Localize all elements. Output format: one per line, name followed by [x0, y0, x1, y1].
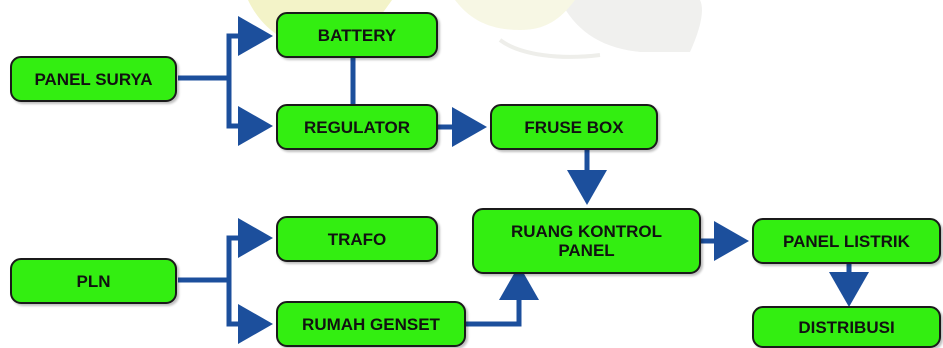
- node-pln: PLN: [10, 258, 177, 304]
- node-label: REGULATOR: [304, 118, 410, 137]
- node-label: RUANG KONTROL PANEL: [511, 222, 662, 260]
- node-regulator: REGULATOR: [276, 104, 438, 150]
- arrow-panelsurya-regulator: [229, 78, 268, 126]
- node-label: BATTERY: [318, 26, 396, 45]
- node-label: PLN: [77, 272, 111, 291]
- node-label: DISTRIBUSI: [798, 318, 894, 337]
- node-trafo: TRAFO: [276, 216, 438, 262]
- arrow-pln-rumahgenset: [229, 280, 268, 324]
- node-battery: BATTERY: [276, 12, 438, 58]
- arrow-pln-trafo: [178, 238, 268, 280]
- node-distribusi: DISTRIBUSI: [752, 306, 941, 348]
- node-ruang-kontrol-panel: RUANG KONTROL PANEL: [472, 208, 701, 274]
- node-panel-surya: PANEL SURYA: [10, 56, 177, 102]
- node-label: PANEL LISTRIK: [783, 232, 910, 251]
- arrow-rumahgenset-ruangkontrol: [466, 270, 519, 324]
- node-rumah-genset: RUMAH GENSET: [276, 301, 466, 347]
- node-label: RUMAH GENSET: [302, 315, 440, 334]
- arrow-panelsurya-battery: [178, 36, 268, 78]
- node-panel-listrik: PANEL LISTRIK: [752, 218, 941, 264]
- node-label: PANEL SURYA: [34, 70, 152, 89]
- node-fruse-box: FRUSE BOX: [490, 104, 658, 150]
- node-label: TRAFO: [328, 230, 387, 249]
- node-label: FRUSE BOX: [524, 118, 623, 137]
